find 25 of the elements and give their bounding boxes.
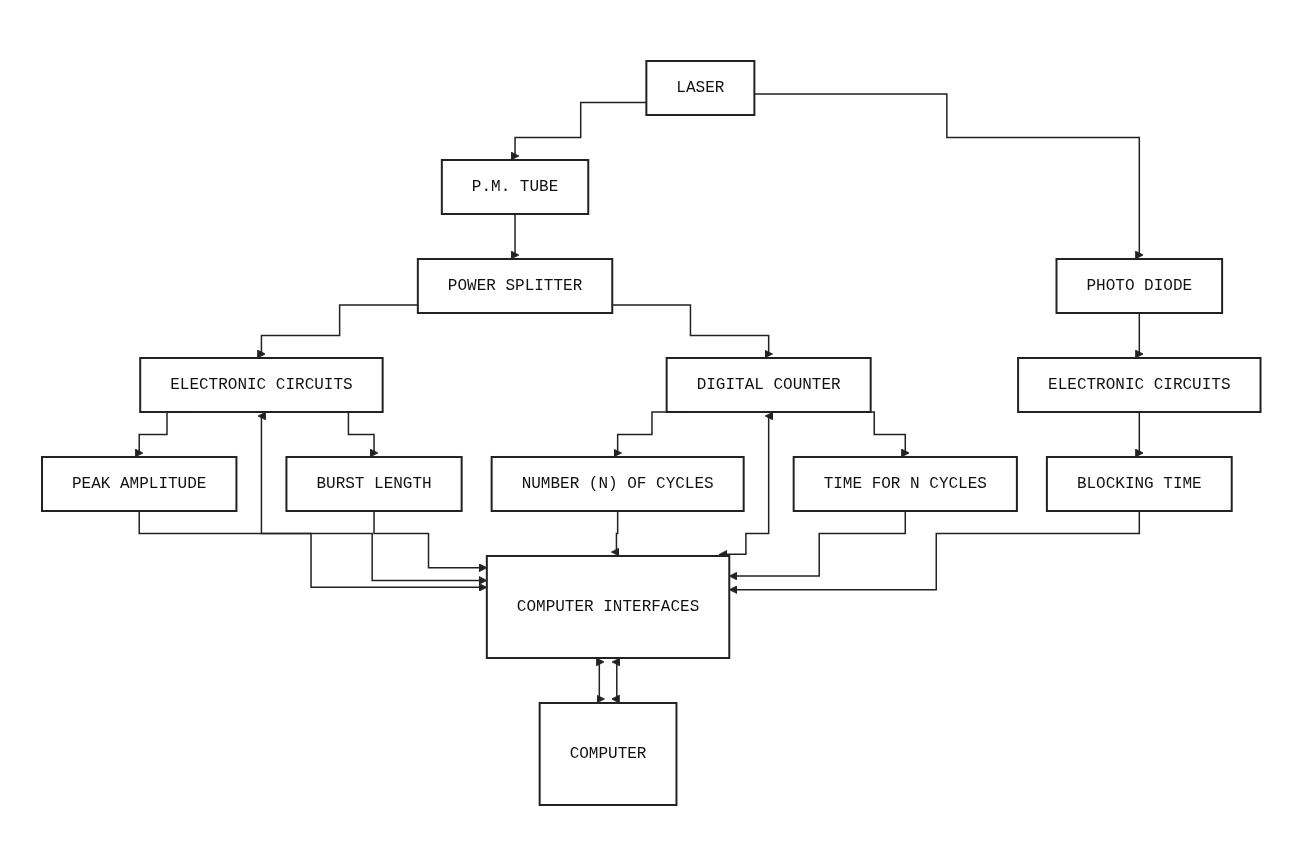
node-box: LASER bbox=[645, 60, 756, 116]
node-box: NUMBER (N) OF CYCLES bbox=[490, 456, 745, 512]
node-box: BURST LENGTH bbox=[285, 456, 463, 512]
arrow bbox=[373, 510, 488, 573]
arrow bbox=[729, 510, 1141, 595]
arrow bbox=[510, 213, 520, 260]
node-box: COMPUTER INTERFACES bbox=[486, 555, 731, 659]
node-box: ELECTRONIC CIRCUITS bbox=[139, 357, 384, 413]
node-box: POWER SPLITTER bbox=[417, 258, 614, 314]
arrow bbox=[257, 304, 419, 359]
node-box: ELECTRONIC CIRCUITS bbox=[1017, 357, 1262, 413]
arrow bbox=[611, 657, 621, 704]
node-box: PHOTO DIODE bbox=[1055, 258, 1224, 314]
node-box: PEAK AMPLITUDE bbox=[41, 456, 238, 512]
arrow bbox=[729, 510, 907, 581]
arrow bbox=[596, 657, 606, 704]
arrow bbox=[611, 510, 620, 557]
node-box: COMPUTER bbox=[538, 702, 678, 806]
arrow bbox=[1135, 312, 1144, 359]
node-box: P.M. TUBE bbox=[441, 159, 590, 215]
node-box: DIGITAL COUNTER bbox=[665, 357, 872, 413]
arrow bbox=[1135, 411, 1144, 458]
arrow bbox=[138, 510, 488, 592]
node-box: TIME FOR N CYCLES bbox=[792, 456, 1019, 512]
node-box: BLOCKING TIME bbox=[1046, 456, 1233, 512]
